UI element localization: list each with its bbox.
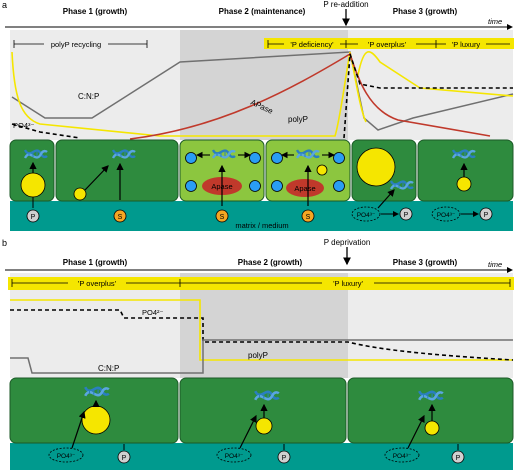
panel-b-medium (10, 443, 513, 470)
panel-b-range-p-luxury: 'P luxury' (333, 279, 363, 288)
p-transporter-icon (399, 207, 413, 221)
polyp-granule (356, 147, 396, 187)
polyp-granule (81, 405, 111, 435)
svg-text:S: S (220, 214, 225, 221)
panel-a-po4-curve (11, 53, 513, 139)
polyp-granule (20, 172, 46, 198)
polyp-granule (255, 417, 273, 435)
s-transporter-icon (301, 209, 315, 223)
panel-b-cell-2: PO4³⁻ P (179, 377, 347, 464)
panel-a-cell-1: P (9, 139, 55, 223)
panel-b-phase-2: Phase 2 (growth) (238, 258, 303, 267)
svg-text:P: P (484, 212, 489, 219)
svg-text:PO4³⁻: PO4³⁻ (393, 453, 412, 460)
polyp-granule (73, 187, 87, 201)
panel-a-cell-2: S (55, 139, 179, 223)
panel-a-polyp-curve-2 (357, 51, 514, 97)
s-transporter-icon (215, 209, 229, 223)
panel-b-phase-3: Phase 3 (growth) (393, 258, 458, 267)
polyp-granule (424, 420, 440, 436)
panel-a-po4-label: PO4³⁻ (13, 121, 35, 130)
svg-text:P: P (282, 455, 287, 462)
svg-text:S: S (306, 214, 311, 221)
panel-a-time-label: time (488, 17, 502, 26)
panel-a-event-label: P re-addition (323, 0, 368, 9)
panel-a-medium (10, 201, 513, 231)
panel-a-letter: a (2, 0, 7, 10)
svg-text:PO4³⁻: PO4³⁻ (357, 212, 376, 219)
panel-b-event-label: P deprivation (324, 238, 371, 247)
panel-b-range-p-overplus: 'P overplus' (78, 279, 117, 288)
panel-a-apase-curve (129, 52, 491, 140)
panel-b-po4-label: PO4²⁻ (142, 308, 164, 317)
panel-a-cell-6: PO4³⁻ P (417, 139, 514, 222)
panel-a-cnp-label: C:N:P (78, 92, 99, 101)
panel-a-polyp-curve-1 (11, 51, 367, 137)
panel-a-matrix-label: matrix / medium (235, 221, 288, 230)
panel-b-polyp-label: polyP (248, 351, 268, 360)
svg-text:Apase: Apase (294, 184, 315, 193)
svg-text:PO4³⁻: PO4³⁻ (57, 453, 76, 460)
po4-pool (216, 447, 252, 463)
po4-pool (48, 447, 84, 463)
panel-b-cell-1: PO4³⁻ P (9, 377, 179, 464)
panel-b-polyp-curve (10, 299, 513, 361)
panel-a-range-bars-yellow: 'P deficiency' 'P overplus' 'P luxury (264, 38, 514, 49)
panel-a-range-polyp-recycling: polyP recycling (13, 39, 148, 49)
panel-b-cell-3: PO4³⁻ P (347, 377, 514, 464)
svg-text:S: S (118, 214, 123, 221)
panel-a-phase-1: Phase 1 (growth) (63, 7, 128, 16)
s-transporter-icon (113, 209, 127, 223)
panel-b-po4-curve (10, 309, 514, 361)
svg-text:P: P (404, 212, 409, 219)
panel-b-letter: b (2, 238, 7, 248)
svg-text:P: P (122, 455, 127, 462)
panel-b-time-label: time (488, 260, 502, 269)
po4-pool (431, 206, 461, 222)
svg-text:PO4³⁻: PO4³⁻ (437, 212, 456, 219)
svg-text:PO4³⁻: PO4³⁻ (225, 453, 244, 460)
p-transporter-icon (479, 207, 493, 221)
panel-b-range-bars-yellow: 'P overplus' 'P luxury' (8, 277, 514, 290)
p-transporter-icon (451, 450, 465, 464)
panel-a-phase-2: Phase 2 (maintenance) (219, 7, 306, 16)
polyp-granule (456, 176, 472, 192)
p-transporter-icon (117, 450, 131, 464)
panel-b-cnp-label: C:N:P (98, 364, 119, 373)
po4-pool (351, 206, 381, 222)
svg-text:polyP recycling: polyP recycling (51, 40, 101, 49)
p-transporter-icon (26, 209, 40, 223)
panel-b-cnp-curve (10, 339, 513, 374)
panel-a-cell-5: PO4³⁻ P (351, 139, 417, 222)
svg-text:P: P (456, 455, 461, 462)
p-transporter-icon (277, 450, 291, 464)
panel-a-cell-4: Apase S (265, 139, 351, 223)
range-p-overplus: 'P overplus' (368, 40, 407, 49)
po4-pool (384, 447, 420, 463)
range-p-deficiency: 'P deficiency' (290, 40, 334, 49)
panel-a-cell-3: Apase S (179, 139, 265, 223)
panel-a-phase-3: Phase 3 (growth) (393, 7, 458, 16)
panel-b-phase-1: Phase 1 (growth) (63, 258, 128, 267)
range-p-luxury: 'P luxury (452, 40, 481, 49)
panel-a-polyp-label: polyP (288, 115, 308, 124)
apase-enzyme (286, 179, 324, 197)
svg-text:P: P (31, 214, 36, 221)
